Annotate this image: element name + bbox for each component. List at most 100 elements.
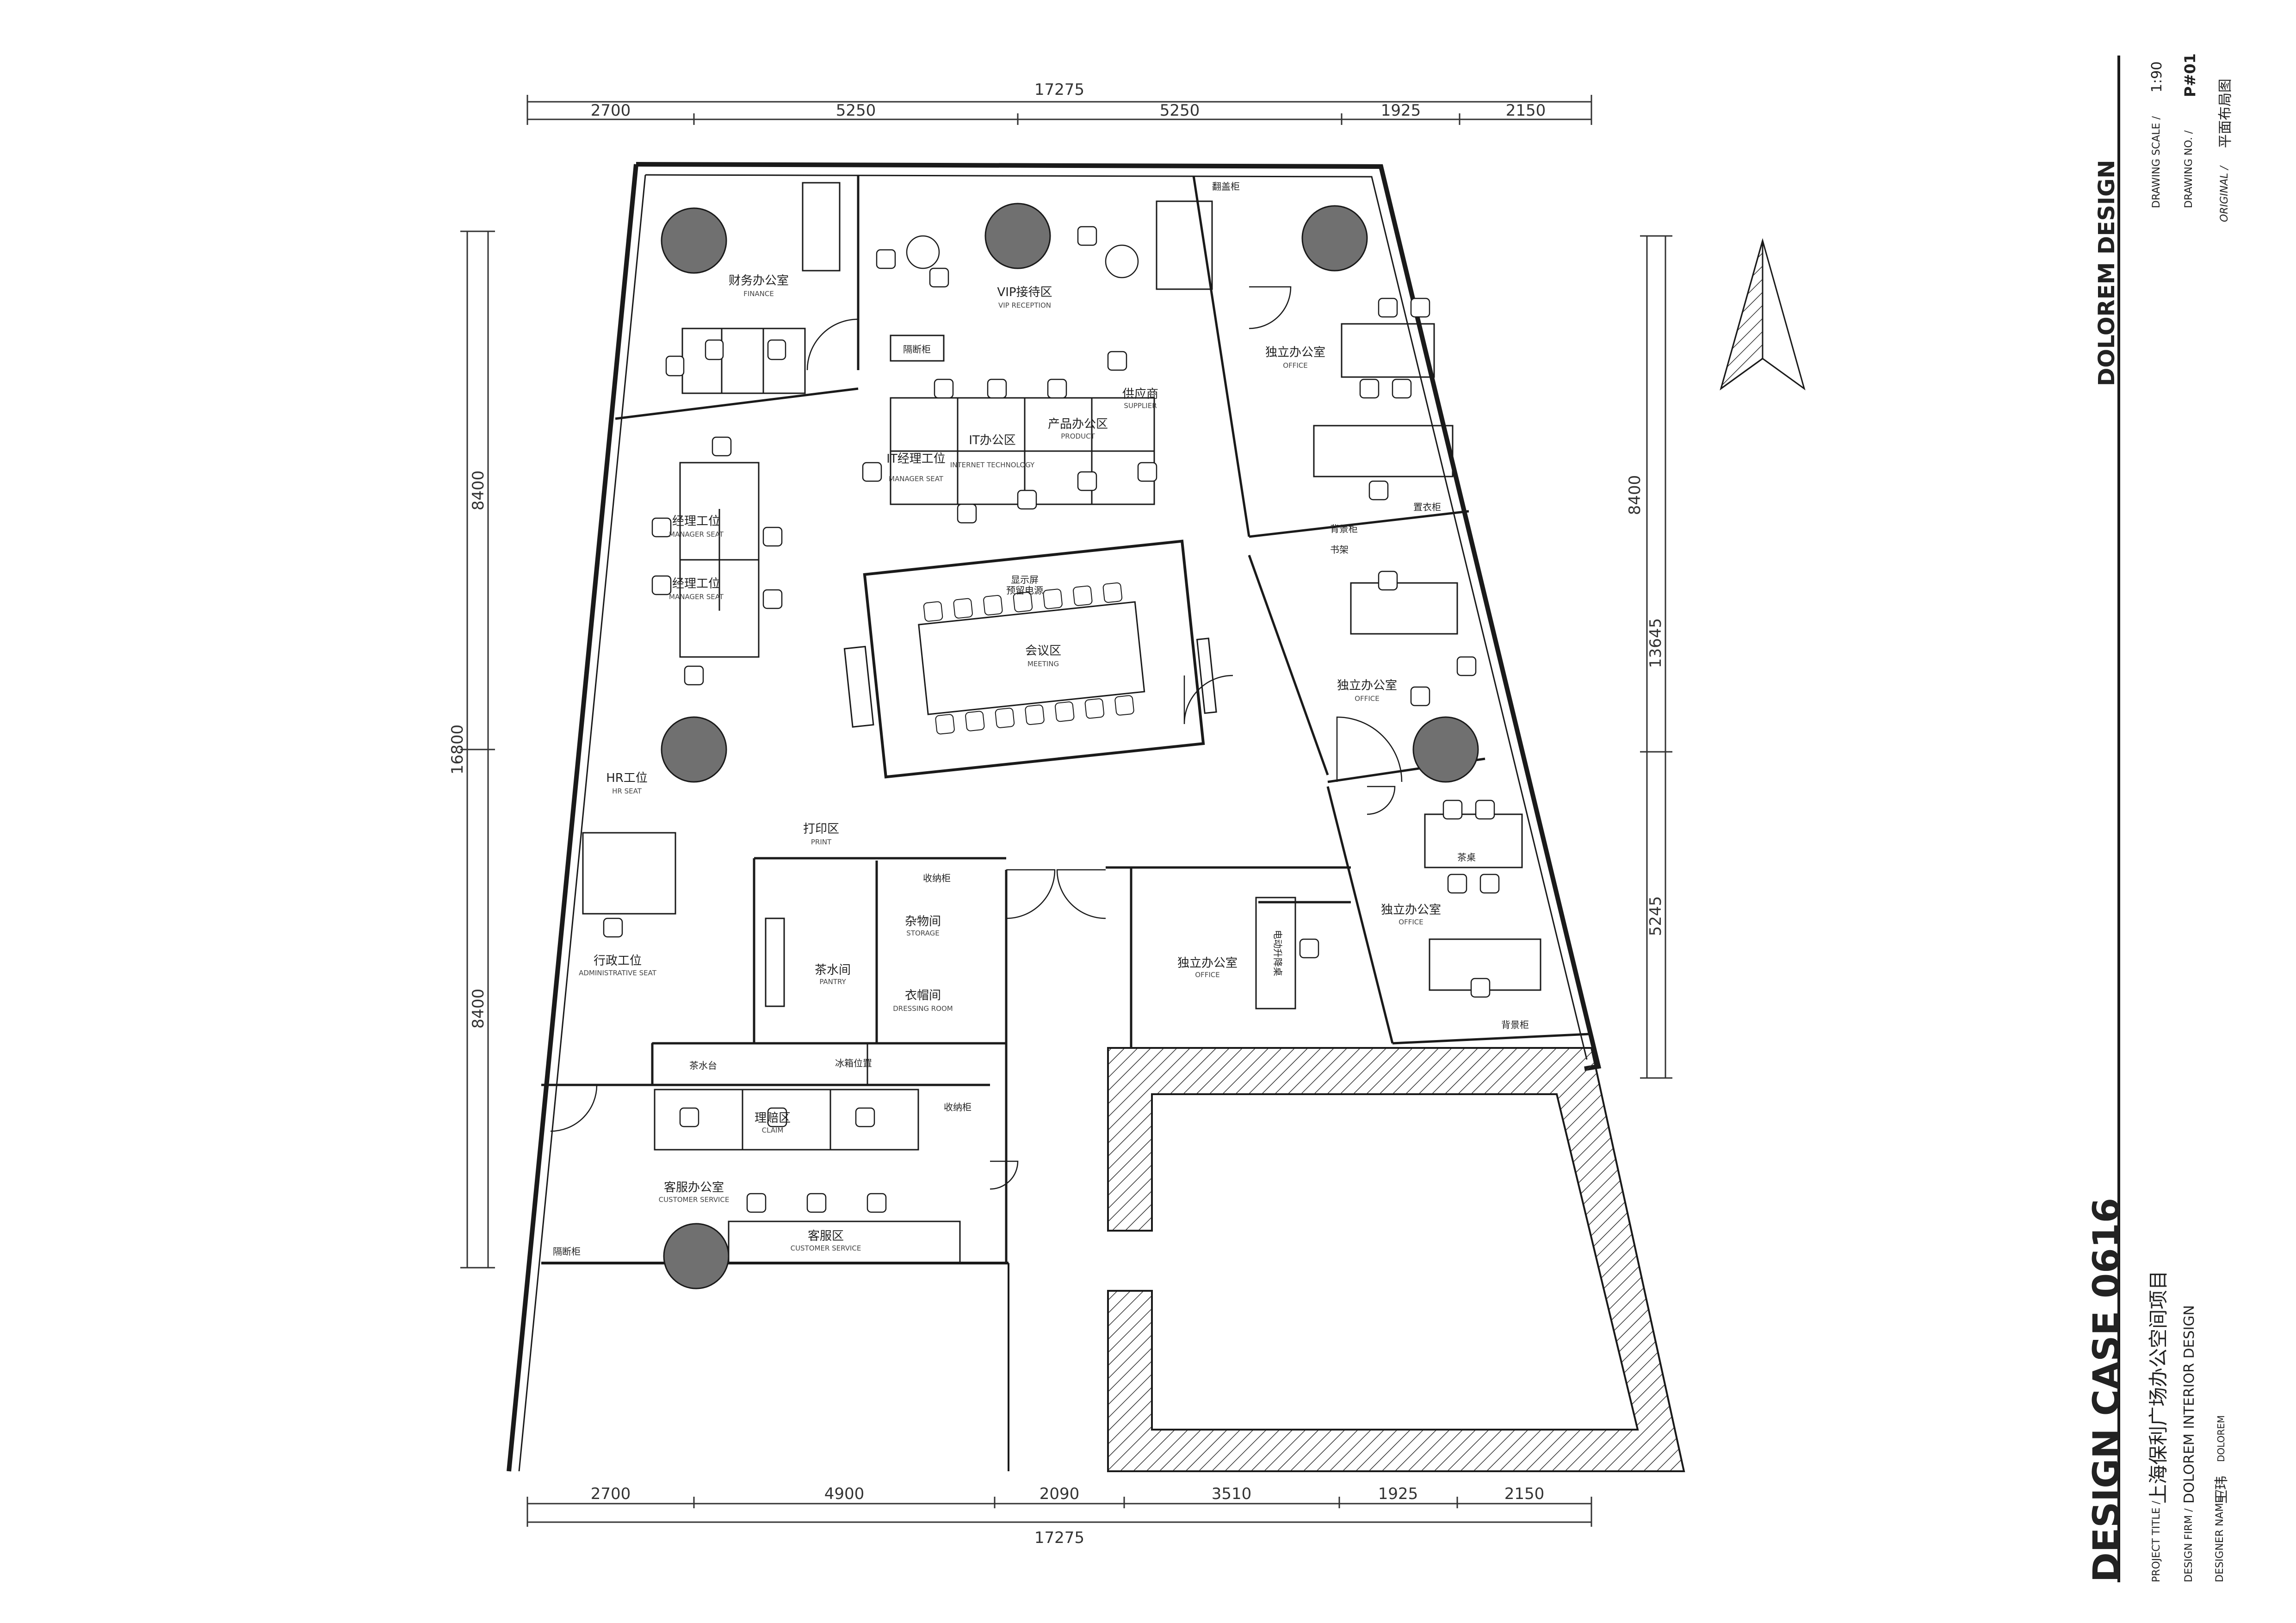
room-label-dressing: 衣帽间 [905,989,941,1003]
room-label-office-ne: 独立办公室 [1265,346,1325,359]
interior-walls [541,175,1590,1263]
room-label-office-e: 独立办公室 [1337,679,1397,693]
room-label-meeting-en: MEETING [1027,660,1059,668]
room-label-it-manager: IT经理工位 [886,452,946,466]
room-label-pantry: 茶水间 [815,963,851,977]
dim-top-total: 17275 [1034,81,1084,99]
drawing-no-label: DRAWING NO. / [2183,130,2195,208]
room-label-office-c-en: OFFICE [1195,971,1219,979]
dim-right-seg: 8400 [1626,475,1644,515]
label-partition-cabinet: 隔断柜 [553,1246,581,1257]
room-label-finance: 财务办公室 [729,274,789,288]
column [984,203,1051,269]
door-swings [550,286,1403,1190]
dim-top-seg: 2150 [1506,101,1546,120]
column [661,207,727,274]
dim-top-seg: 5250 [1160,101,1200,120]
original-label: ORIGINAL / [2219,165,2230,222]
room-label-admin-en: ADMINISTRATIVE SEAT [579,969,657,977]
dimension-ticks [460,95,1672,1527]
room-label-meeting: 会议区 [1025,644,1061,658]
room-label-manager-1: 经理工位 [672,514,720,528]
dim-right-seg: 13645 [1646,618,1665,668]
title-block: DOLOREM DESIGN DRAWING SCALE / 1:90 DRAW… [2086,53,2234,1582]
room-label-it: IT办公区 [969,434,1016,447]
drawing-scale-label: DRAWING SCALE / [2151,116,2162,208]
room-label-claim: 理赔区 [755,1111,791,1125]
furniture-chairs [603,226,1500,1213]
label-fridge: 冰箱位置 [835,1058,872,1069]
room-labels: 财务办公室 FINANCE VIP接待区 VIP RECEPTION 独立办公室… [579,274,1441,1252]
dim-bottom-seg: 4900 [824,1485,865,1503]
label-back-cabinet: 背景柜 [1501,1019,1529,1030]
column [663,1223,730,1289]
meeting-room [843,539,1217,779]
case-title: DESIGN CASE 0616 [2086,1198,2128,1582]
column [1301,205,1368,272]
label-lift-table: 电动升降桌 [1272,930,1283,976]
room-label-vip: VIP接待区 [997,285,1052,299]
label-back-cabinet: 背景柜 [1330,523,1358,534]
furniture-desks [582,182,1541,1264]
room-label-cs-office: 客服办公室 [664,1181,724,1195]
dim-top-seg: 2700 [591,101,631,120]
room-label-cs-area: 客服区 [808,1229,844,1243]
dim-bottom-seg: 2090 [1040,1485,1080,1503]
room-label-office-se: 独立办公室 [1381,903,1441,917]
drawing-scale: 1:90 [2149,62,2165,93]
north-arrow-icon [1720,238,1806,390]
room-label-supplier-en: SUPPLIER [1124,402,1157,410]
room-label-it-en: INTERNET TECHNOLOGY [950,461,1035,469]
room-label-print: 打印区 [803,822,839,836]
dimension-lines [466,101,1666,1523]
room-label-office-se-en: OFFICE [1399,918,1423,926]
designer-label: DESIGNER NAME / [2214,1490,2226,1582]
room-label-it-manager-en: MANAGER SEAT [889,475,944,483]
dimension-labels: 17275 2700 5250 5250 1925 2150 2700 4900… [448,81,1665,1547]
room-label-storage-en: STORAGE [906,929,939,937]
room-label-office-e-en: OFFICE [1355,694,1379,703]
room-label-hr-en: HR SEAT [612,787,642,795]
dim-left-seg: 8400 [469,471,488,511]
room-label-print-en: PRINT [811,838,832,846]
label-storage-cabinet: 收纳柜 [923,873,951,884]
label-storage-cabinet: 收纳柜 [944,1102,972,1113]
dim-bottom-seg: 2700 [591,1485,631,1503]
project-title-label: PROJECT TITLE / [2151,1500,2162,1582]
drawing-no: P#01 [2181,53,2199,97]
project-title: 上海保利广场办公空间项目 [2147,1270,2170,1504]
room-label-claim-en: CLAIM [762,1126,784,1134]
room-label-dressing-en: DRESSING ROOM [893,1004,953,1013]
label-flip-cabinet: 翻盖柜 [1212,181,1240,192]
fixture-labels: 隔断柜 隔断柜 茶水台 冰箱位置 收纳柜 收纳柜 背景柜 背景柜 置衣柜 书架 … [553,181,1529,1257]
original-value: 平面布局图 [2217,79,2234,148]
dim-bottom-seg: 2150 [1504,1485,1545,1503]
columns [661,203,1479,1289]
room-label-supplier: 供应商 [1122,387,1158,401]
label-bookshelf: 书架 [1330,544,1349,555]
label-screen-power: 预留电源 [1006,585,1043,596]
label-partition-cabinet: 隔断柜 [903,344,931,355]
room-label-product: 产品办公区 [1048,417,1108,431]
design-firm: DOLOREM INTERIOR DESIGN [2181,1305,2197,1504]
label-screen: 显示屏 [1011,574,1039,585]
room-label-finance-en: FINANCE [743,290,774,298]
dim-bottom-seg: 3510 [1212,1485,1252,1503]
room-label-manager-2-en: MANAGER SEAT [669,593,724,601]
column [661,716,727,783]
dim-left-total: 16800 [448,725,467,774]
room-label-office-ne-en: OFFICE [1283,361,1307,370]
room-label-manager-1-en: MANAGER SEAT [669,530,724,539]
room-label-office-c: 独立办公室 [1177,956,1238,970]
dim-left-seg: 8400 [469,989,488,1029]
dim-right-seg: 5245 [1646,896,1665,936]
room-label-product-en: PRODUCT [1061,432,1095,440]
design-firm-label: DESIGN FIRM / [2183,1508,2195,1582]
dim-top-seg: 1925 [1381,101,1421,120]
dim-top-seg: 5250 [836,101,876,120]
room-label-admin: 行政工位 [594,954,642,968]
room-label-pantry-en: PANTRY [819,978,846,986]
firm-brand: DOLOREM DESIGN [2094,160,2120,386]
room-label-vip-en: VIP RECEPTION [998,301,1051,310]
label-tea-table: 茶水台 [689,1060,717,1071]
